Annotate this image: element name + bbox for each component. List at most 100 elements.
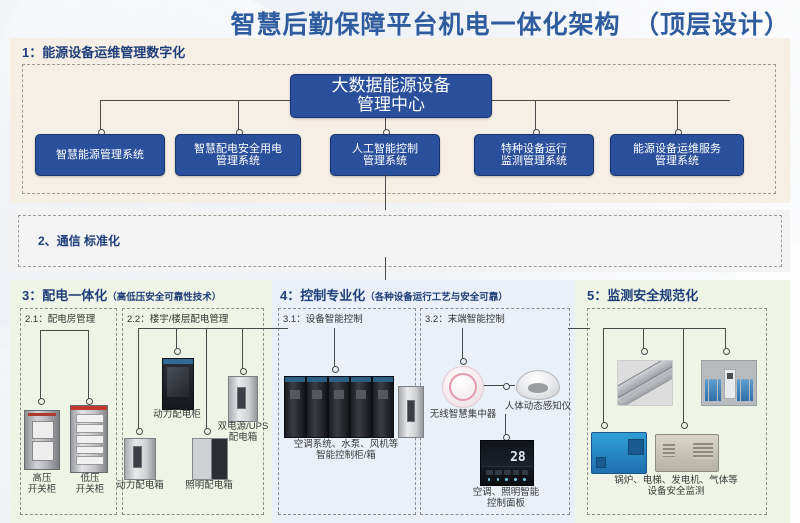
caption-lv-line1: 低压 [80, 473, 100, 484]
system-box-ai-control[interactable]: 人工智能控制 管理系统 [330, 134, 440, 176]
caption-wireless-hub: 无线智慧集中器 [429, 409, 497, 420]
section-2-label: 2、通信 标准化 [38, 234, 121, 248]
section-3-header-sub: （高低压安全可靠性技术） [107, 292, 222, 303]
wire-dot-5-d [723, 348, 730, 355]
section-4-header-sub: （各种设备运行工艺与安全可靠） [365, 292, 508, 303]
section-3-distribution-integration: 3：配电一体化（高低压安全可靠性技术） 2.1：配电房管理 2.2：楼宇/楼层配… [10, 280, 272, 523]
lighting-distribution-box-icon [192, 438, 228, 480]
wire-2-1-bus [40, 330, 88, 331]
system-box-2-line-1: 智慧配电安全用电 [194, 141, 282, 155]
wire-dot-3-2-hub [460, 358, 467, 365]
section-4-header-num: 4：控制专业化 [280, 288, 366, 303]
caption-lighting-box: 照明配电箱 [185, 480, 233, 491]
dual-power-ups-box-icon [228, 376, 258, 422]
thermostat-value: 28 [510, 449, 526, 465]
wireless-smart-hub-icon [442, 366, 484, 408]
system-box-smart-distribution-safety[interactable]: 智慧配电安全用电 管理系统 [175, 134, 301, 176]
wire-5-b [643, 328, 644, 350]
caption-motion-sensor: 人体动态感知仪 [504, 401, 572, 412]
system-box-4-line-1: 特种设备运行 [501, 141, 567, 155]
high-voltage-switchgear-icon [24, 410, 60, 470]
system-box-smart-energy[interactable]: 智慧能源管理系统 [35, 134, 165, 176]
section-1-header: 1：能源设备运维管理数字化 [22, 45, 186, 60]
power-distribution-cabinet-icon [162, 358, 194, 410]
caption-hv-line1: 高压 [32, 473, 52, 484]
wire-2-2-b [176, 328, 177, 350]
caption-hv-line2: 开关柜 [27, 483, 57, 495]
gas-monitoring-array-icon [701, 360, 757, 406]
slide-title-bar: 智慧后勤保障平台机电一体化架构 （顶层设计） [0, 2, 800, 39]
smart-control-panel-icon[interactable]: 28 [480, 440, 534, 486]
wire-5-a [603, 328, 604, 424]
trunk-sec1-to-sec2 [385, 174, 386, 221]
center-box-line-2: 管理中心 [357, 95, 425, 115]
wire-dot-5-c [681, 422, 688, 429]
wire-dot-3-1 [332, 366, 339, 373]
connector-v-2 [238, 100, 239, 132]
caption-lv-line2: 开关柜 [75, 483, 105, 495]
subpanel-2-2-label: 2.2：楼宇/楼层配电管理 [127, 314, 229, 325]
subpanel-2-1-distribution-room: 2.1：配电房管理 [20, 308, 117, 515]
caption-eq-line1: 空调系统、水泵、风机等 [293, 439, 399, 450]
system-box-3-line-2: 管理系统 [363, 154, 407, 167]
caption-power-box: 动力配电箱 [116, 480, 164, 491]
system-box-3-line-1: 人工智能控制 [352, 141, 418, 155]
crosslink-sec4-sec5 [568, 328, 590, 329]
power-distribution-box-icon [124, 438, 156, 480]
wire-2-2-d [242, 328, 243, 370]
subpanel-2-1-label: 2.1：配电房管理 [25, 314, 96, 325]
subpanel-5-frame [587, 308, 767, 515]
system-box-2-line-2: 管理系统 [216, 154, 260, 167]
connector-v-5 [677, 100, 678, 132]
system-box-4-line-2: 监测管理系统 [501, 154, 567, 167]
caption-mon-line2: 设备安全监测 [647, 485, 705, 497]
control-cabinet-4-icon [350, 376, 372, 438]
system-box-energy-om-service[interactable]: 能源设备运维服务 管理系统 [610, 134, 744, 176]
section-5-header: 5：监测安全规范化 [587, 285, 698, 305]
control-cabinet-1-icon [284, 376, 306, 438]
subpanel-2-2-building-floor: 2.2：楼宇/楼层配电管理 [122, 308, 264, 515]
wire-dot-2-2-b [174, 348, 181, 355]
wire-5-bus [603, 328, 725, 329]
section-5-header-num: 5：监测安全规范化 [587, 288, 699, 303]
control-cabinet-2-icon [306, 376, 328, 438]
section-4-header: 4：控制专业化（各种设备运行工艺与安全可靠） [280, 285, 508, 305]
section-2-dashed-frame [18, 215, 782, 267]
wire-2-1-a [40, 330, 41, 400]
wire-dot-2-2-c [204, 428, 211, 435]
diesel-generator-icon [655, 434, 719, 472]
system-box-5-line-1: 能源设备运维服务 [633, 141, 721, 155]
caption-low-voltage: 低压 开关柜 [66, 473, 114, 496]
big-data-energy-center-box[interactable]: 大数据能源设备 管理中心 [290, 74, 492, 118]
wire-5-d [725, 328, 726, 350]
caption-control-panel: 空调、照明智能 控制面板 [468, 487, 544, 510]
wire-3-2-drop [462, 328, 463, 360]
section-4-control-specialization: 4：控制专业化（各种设备运行工艺与安全可靠） 3.1：设备智能控制 3.2：末端… [272, 280, 575, 523]
section-5-monitoring-safety: 5：监测安全规范化 [575, 280, 790, 523]
system-box-5-line-2: 管理系统 [655, 154, 699, 167]
section-1-dashed-frame [22, 64, 776, 194]
system-box-special-equipment-monitoring[interactable]: 特种设备运行 监测管理系统 [474, 134, 594, 176]
section-3-header: 3：配电一体化（高低压安全可靠性技术） [22, 285, 221, 305]
wire-2-2-c [206, 328, 207, 430]
caption-ups-line1: 双电源/UPS [217, 421, 269, 432]
wire-2-2-a [138, 328, 139, 430]
wire-2-1-b [88, 330, 89, 400]
page-title: 智慧后勤保障平台机电一体化架构 （顶层设计） [230, 10, 790, 39]
wire-3-1-drop [334, 328, 335, 368]
connector-v-1 [100, 100, 101, 132]
wire-pir-to-panel [505, 414, 506, 436]
section-2-communication-standardization: 2、通信 标准化 [10, 210, 790, 272]
section-3-header-num: 3：配电一体化 [22, 288, 108, 303]
caption-panel-line1: 空调、照明智能 [472, 487, 540, 498]
subpanel-3-1-label: 3.1：设备智能控制 [283, 314, 363, 325]
escalator-icon [617, 360, 673, 406]
wire-dot-5-a [601, 422, 608, 429]
system-box-1-line-1: 智慧能源管理系统 [56, 147, 144, 161]
wire-dot-2-2-d [240, 368, 247, 375]
section-1-energy-digitalization: 1：能源设备运维管理数字化 大数据能源设备 管理中心 智慧能源管理系统 智慧配电… [10, 38, 790, 203]
wire-dot-2-1-b [86, 398, 93, 405]
caption-panel-line2: 控制面板 [486, 497, 525, 509]
low-voltage-switchgear-icon [70, 405, 108, 473]
